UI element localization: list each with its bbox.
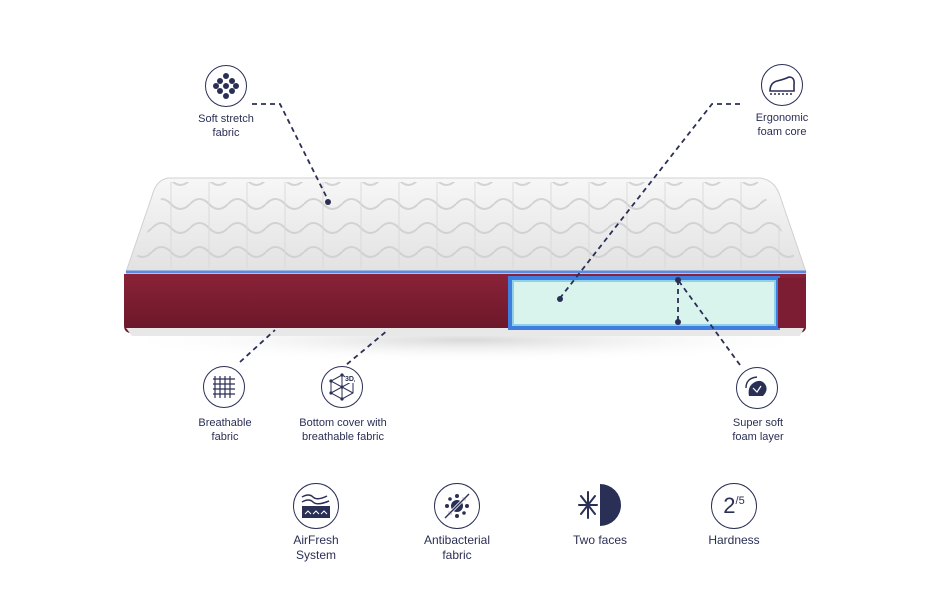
super-soft-foam-icon bbox=[736, 367, 778, 409]
ergonomic-foam-core-icon bbox=[761, 64, 803, 106]
ergonomic-foam-core-label: Ergonomic foam core bbox=[755, 112, 809, 138]
bottom-cover-label: Bottom cover with breathable fabric bbox=[299, 417, 387, 443]
leader-lines bbox=[239, 103, 741, 371]
airfresh-system-label: AirFresh System bbox=[293, 533, 339, 562]
airfresh-system-icon bbox=[293, 483, 339, 529]
two-faces-icon bbox=[575, 482, 625, 528]
breathable-fabric-label: Breathable fabric bbox=[198, 417, 252, 443]
bottom-cover-3d-badge: 3D bbox=[345, 376, 354, 383]
antibacterial-fabric-label: Antibacterial fabric bbox=[423, 533, 491, 562]
super-soft-foam-label: Super soft foam layer bbox=[732, 417, 784, 443]
foam-core-cutaway bbox=[510, 278, 778, 328]
leader-dots bbox=[325, 199, 681, 325]
antibacterial-fabric-icon bbox=[434, 483, 480, 529]
bottom-cover-3d-icon: 3D bbox=[321, 366, 363, 408]
two-faces-label: Two faces bbox=[572, 533, 628, 547]
hardness-value: 2 bbox=[723, 493, 736, 518]
mattress-quilting bbox=[132, 182, 800, 268]
hardness-icon: 2 /5 bbox=[711, 483, 757, 529]
soft-stretch-fabric-icon bbox=[205, 65, 247, 107]
hardness-scale: /5 bbox=[735, 495, 745, 507]
soft-stretch-fabric-label: Soft stretch fabric bbox=[198, 113, 254, 139]
hardness-label: Hardness bbox=[708, 533, 760, 547]
breathable-fabric-icon bbox=[203, 366, 245, 408]
